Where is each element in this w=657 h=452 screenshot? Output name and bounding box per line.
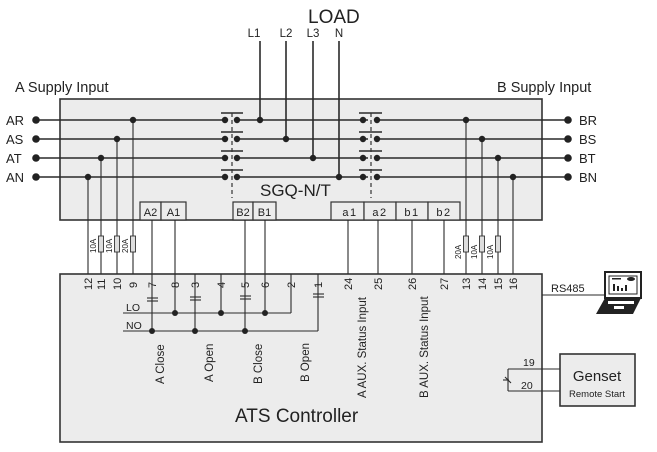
fuse-label: 10A bbox=[89, 238, 98, 253]
output-labels: A Close A Open B Close B Open A AUX. Sta… bbox=[155, 296, 431, 398]
label-b-close: B Close bbox=[253, 344, 265, 384]
rail-no-label: NO bbox=[126, 320, 142, 332]
fuse-label: 10A bbox=[105, 238, 114, 253]
svg-text:25: 25 bbox=[373, 278, 385, 290]
fuse-label: 20A bbox=[121, 238, 130, 253]
load-line-label-l1: L1 bbox=[248, 28, 261, 40]
phase-label-as: AS bbox=[6, 132, 24, 147]
junction-n bbox=[335, 173, 343, 181]
ats-controller-box bbox=[59, 273, 543, 443]
label-b-open: B Open bbox=[300, 343, 312, 382]
svg-text:27: 27 bbox=[439, 278, 451, 290]
svg-text:16: 16 bbox=[508, 278, 520, 290]
a-phase-lines bbox=[36, 119, 568, 178]
svg-text:3: 3 bbox=[190, 282, 202, 288]
svg-text:A2: A2 bbox=[144, 207, 157, 219]
fuse-label: 10A bbox=[470, 244, 479, 259]
svg-text:11: 11 bbox=[96, 279, 108, 290]
svg-text:B1: B1 bbox=[258, 207, 271, 219]
switch-terminals-right: a1 a2 b1 b2 bbox=[330, 201, 461, 221]
svg-text:5: 5 bbox=[240, 282, 252, 288]
svg-text:26: 26 bbox=[407, 278, 419, 290]
svg-text:a2: a2 bbox=[372, 207, 387, 219]
load-line-label-l2: L2 bbox=[280, 28, 293, 40]
ats-controller-label: ATS Controller bbox=[235, 406, 359, 427]
pin-19-label: 19 bbox=[523, 357, 535, 369]
b-supply-label: B Supply Input bbox=[497, 80, 591, 96]
switch-model-label: SGQ-N/T bbox=[260, 181, 331, 200]
relay-outputs: LO NO bbox=[123, 274, 324, 334]
phase-label-bs: BS bbox=[579, 132, 597, 147]
phase-label-an: AN bbox=[6, 170, 24, 185]
load-line-label-l3: L3 bbox=[307, 28, 320, 40]
svg-text:8: 8 bbox=[170, 282, 182, 288]
svg-text:13: 13 bbox=[461, 278, 473, 290]
svg-text:b2: b2 bbox=[436, 207, 451, 219]
svg-text:7: 7 bbox=[147, 282, 159, 288]
controller-pin-labels: 12 11 10 9 7 8 3 4 5 6 2 1 24 25 26 27 1… bbox=[83, 278, 520, 290]
genset-subtitle: Remote Start bbox=[569, 389, 625, 400]
label-a-close: A Close bbox=[155, 344, 167, 384]
genset-wiring: 19 20 bbox=[503, 357, 560, 392]
laptop-icon bbox=[596, 271, 642, 314]
svg-text:15: 15 bbox=[493, 278, 505, 290]
fuse-label: 20A bbox=[454, 244, 463, 259]
load-title: LOAD bbox=[308, 7, 360, 28]
label-a-open: A Open bbox=[204, 344, 216, 382]
b-fuses: 20A 10A 10A bbox=[454, 235, 501, 259]
svg-text:2: 2 bbox=[286, 282, 298, 288]
genset-box bbox=[559, 353, 636, 407]
label-b-aux-status: B AUX. Status Input bbox=[419, 296, 431, 398]
terminal-br bbox=[564, 116, 572, 124]
svg-text:b1: b1 bbox=[404, 207, 419, 219]
label-a-aux-status: A AUX. Status Input bbox=[357, 296, 369, 398]
junction-l3 bbox=[309, 154, 317, 162]
svg-text:12: 12 bbox=[83, 278, 95, 290]
terminal-ar bbox=[32, 116, 40, 124]
terminal-as bbox=[32, 135, 40, 143]
svg-text:10: 10 bbox=[112, 278, 124, 290]
terminal-bs bbox=[564, 135, 572, 143]
svg-text:4: 4 bbox=[216, 282, 228, 288]
svg-text:A1: A1 bbox=[167, 207, 180, 219]
junction-l1 bbox=[256, 116, 264, 124]
phase-label-br: BR bbox=[579, 113, 597, 128]
fuse-label: 10A bbox=[486, 244, 495, 259]
svg-text:9: 9 bbox=[128, 282, 140, 288]
switch-box bbox=[59, 98, 543, 221]
rail-lo-label: LO bbox=[126, 302, 140, 314]
svg-text:24: 24 bbox=[343, 278, 355, 290]
svg-text:14: 14 bbox=[477, 278, 489, 290]
switch-contacts-b bbox=[359, 112, 382, 198]
rs485-label: RS485 bbox=[551, 283, 585, 295]
terminal-bt bbox=[564, 154, 572, 162]
phase-label-bt: BT bbox=[579, 151, 596, 166]
switch-contacts-a bbox=[221, 112, 243, 198]
switch-terminals-left: A2 A1 B2 B1 bbox=[139, 201, 277, 221]
phase-label-bn: BN bbox=[579, 170, 597, 185]
terminal-at bbox=[32, 154, 40, 162]
phase-label-at: AT bbox=[6, 151, 22, 166]
pin-20-label: 20 bbox=[521, 380, 533, 392]
terminal-bn bbox=[564, 173, 572, 181]
svg-text:B2: B2 bbox=[236, 207, 249, 219]
a-fuses: 10A 10A 20A bbox=[89, 235, 136, 253]
junction-l2 bbox=[282, 135, 290, 143]
genset-title: Genset bbox=[573, 368, 622, 385]
terminal-an bbox=[32, 173, 40, 181]
svg-text:1: 1 bbox=[313, 282, 325, 288]
phase-label-ar: AR bbox=[6, 113, 24, 128]
a-supply-label: A Supply Input bbox=[15, 80, 109, 96]
svg-text:6: 6 bbox=[260, 282, 272, 288]
load-line-label-n: N bbox=[335, 28, 343, 40]
svg-text:a1: a1 bbox=[342, 207, 357, 219]
